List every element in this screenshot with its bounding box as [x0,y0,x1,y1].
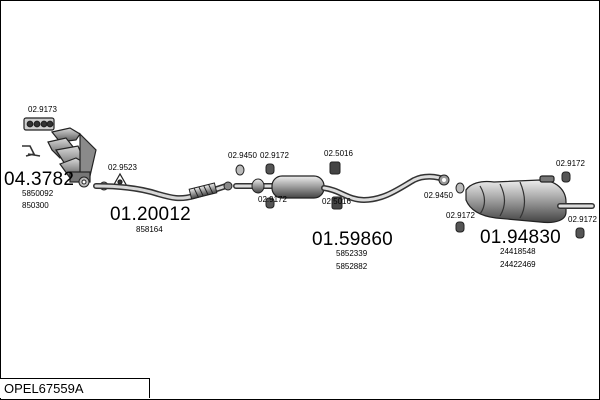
section-ref-middle-2: 5852882 [336,262,368,271]
section-code-front-pipe: 01.20012 [110,204,191,225]
fitting-label-clamp-rear: 02.9450 [424,191,453,200]
middle-silencer-assembly [233,173,450,204]
section-ref-front-pipe-1: 858164 [136,225,163,234]
section-ref-front-2: 850300 [22,201,49,210]
section-ref-front-1: 5850092 [22,189,54,198]
fitting-label-hanger-rear-3: 02.9172 [568,215,597,224]
fitting-label-hanger-mid-3: 02.5016 [324,149,353,158]
hangers-mid-5016 [329,161,343,210]
title-box [0,378,150,398]
fitting-label-hanger-mid-1: 02.9172 [260,151,289,160]
fitting-label-hanger-mid-4: 02.5016 [322,197,351,206]
fitting-label-gasket-top: 02.9173 [28,105,57,114]
fitting-label-hanger-rear-1: 02.9172 [556,159,585,168]
diagram-title: OPEL67559A [4,381,84,396]
front-pipe [93,182,229,202]
fitting-label-clamp-mid-1: 02.9450 [228,151,257,160]
clamp-rear [455,182,465,194]
hangers-rear-9172 [455,171,585,239]
exhaust-manifold [22,117,97,183]
clamp-mid-1 [223,164,245,191]
manifold-gasket [23,117,55,131]
flex-joint [188,182,218,200]
section-ref-rear-1: 24418548 [500,247,536,256]
rear-silencer [465,175,595,224]
section-code-front: 04.3782 [4,169,75,190]
section-ref-rear-2: 24422469 [500,260,536,269]
section-ref-middle-1: 5852339 [336,249,368,258]
fitting-label-hanger-mid-2: 02.9172 [258,195,287,204]
hanger-mid [265,163,275,209]
section-code-middle: 01.59860 [312,229,393,250]
section-code-rear: 01.94830 [480,227,561,248]
fitting-label-clamp-front: 02.9523 [108,163,137,172]
fitting-label-hanger-rear-2: 02.9172 [446,211,475,220]
